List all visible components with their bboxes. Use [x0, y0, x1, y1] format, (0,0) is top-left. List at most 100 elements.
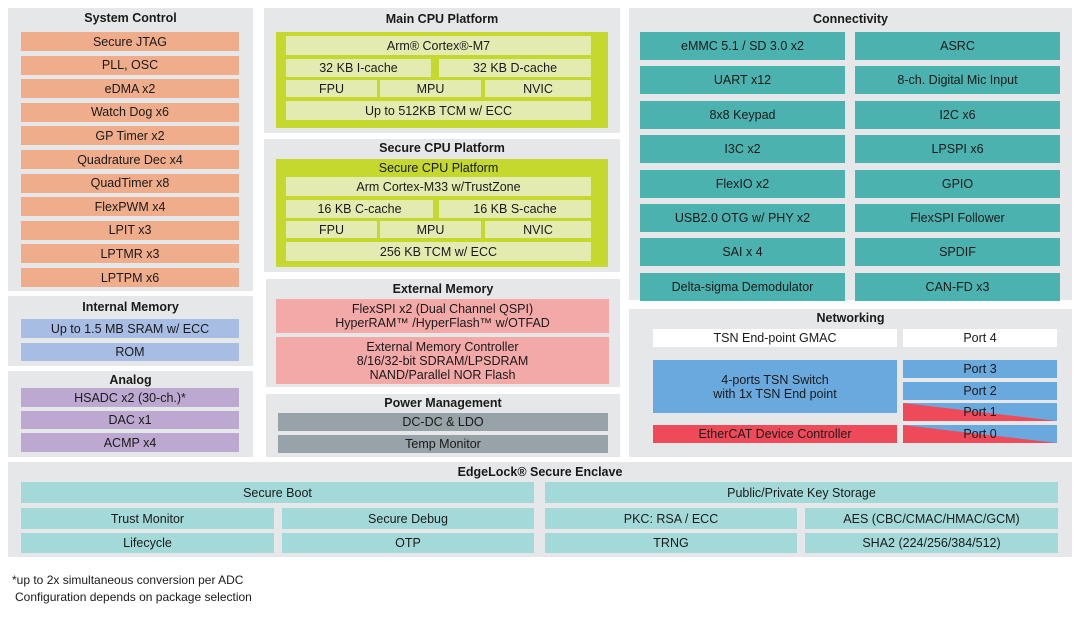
flexspi-line1: FlexSPI x2 (Dual Channel QSPI)	[351, 302, 534, 316]
otp-block: OTP	[282, 533, 534, 553]
port-3-block: Port 3	[903, 360, 1057, 378]
flexspi-line2: HyperRAM™ /HyperFlash™ w/OTFAD	[335, 316, 550, 330]
main-cpu-core-group: Arm® Cortex®-M7 32 KB I-cache 32 KB D-ca…	[276, 32, 608, 128]
nvic-block: NVIC	[485, 80, 591, 97]
networking-title: Networking	[816, 311, 885, 325]
internal-memory-title: Internal Memory	[82, 300, 179, 314]
system-control-item: FlexPWM x4	[21, 197, 239, 217]
rom-block: ROM	[21, 343, 239, 361]
secure-mpu-block: MPU	[380, 221, 481, 238]
ccache-block: 16 KB C-cache	[286, 200, 433, 218]
connectivity-item-left: eMMC 5.1 / SD 3.0 x2	[640, 32, 845, 60]
connectivity-item-right: SPDIF	[855, 238, 1060, 267]
trust-monitor-block: Trust Monitor	[21, 508, 274, 529]
connectivity-item-right: 8-ch. Digital Mic Input	[855, 66, 1060, 95]
system-control-item: LPTPM x6	[21, 268, 239, 287]
hsadc-block: HSADC x2 (30-ch.)*	[21, 388, 239, 407]
networking-panel: Networking TSN End-point GMAC Port 4 4-p…	[629, 309, 1072, 457]
power-management-title: Power Management	[384, 396, 502, 410]
connectivity-item-left: SAI x 4	[640, 238, 845, 267]
mpu-block: MPU	[380, 80, 481, 97]
secure-cpu-panel: Secure CPU Platform Secure CPU Platform …	[264, 139, 620, 272]
secure-nvic-block: NVIC	[485, 221, 591, 238]
connectivity-item-left: Delta-sigma Demodulator	[640, 272, 845, 301]
edgelock-panel: EdgeLock® Secure Enclave Secure Boot Pub…	[8, 462, 1072, 557]
temp-monitor-block: Temp Monitor	[278, 435, 608, 453]
connectivity-item-right: GPIO	[855, 169, 1060, 198]
system-control-panel: System Control Secure JTAG PLL, OSC eDMA x…	[8, 8, 253, 291]
external-memory-title: External Memory	[392, 282, 494, 296]
system-control-item: eDMA x2	[21, 79, 239, 99]
secure-boot-block: Secure Boot	[21, 482, 534, 503]
analog-panel: Analog HSADC x2 (30-ch.)* DAC x1 ACMP x4	[8, 371, 253, 457]
connectivity-item-right: ASRC	[855, 32, 1060, 60]
sram-block: Up to 1.5 MB SRAM w/ ECC	[21, 319, 239, 338]
footnote-adc: *up to 2x simultaneous conversion per AD…	[12, 573, 244, 587]
cortex-m33-block: Arm Cortex-M33 w/TrustZone	[286, 177, 591, 196]
sha2-block: SHA2 (224/256/384/512)	[805, 533, 1058, 553]
dcache-block: 32 KB D-cache	[439, 59, 591, 77]
analog-title: Analog	[109, 373, 152, 387]
power-management-panel: Power Management DC-DC & LDO Temp Monito…	[266, 394, 620, 457]
system-control-title: System Control	[84, 11, 177, 25]
secure-debug-block: Secure Debug	[282, 508, 534, 529]
icache-block: 32 KB I-cache	[286, 59, 431, 77]
system-control-item: QuadTimer x8	[21, 173, 239, 193]
tsn-switch-line1: 4-ports TSN Switch	[721, 372, 829, 387]
secure-cpu-core-group: Secure CPU Platform Arm Cortex-M33 w/Tru…	[276, 159, 608, 267]
connectivity-item-left: FlexIO x2	[640, 169, 845, 198]
system-control-item: PLL, OSC	[21, 55, 239, 75]
scache-block: 16 KB S-cache	[439, 200, 591, 218]
emc-line1: External Memory Controller	[366, 339, 519, 354]
tcm-block: Up to 512KB TCM w/ ECC	[286, 101, 591, 120]
connectivity-item-right: I2C x6	[855, 100, 1060, 129]
connectivity-item-left: 8x8 Keypad	[640, 100, 845, 129]
tsn-switch-block: 4-ports TSN Switch with 1x TSN End point	[653, 360, 897, 413]
edgelock-title: EdgeLock® Secure Enclave	[457, 465, 623, 479]
system-control-item: Watch Dog x6	[21, 102, 239, 122]
aes-block: AES (CBC/CMAC/HMAC/GCM)	[805, 508, 1058, 529]
trng-block: TRNG	[545, 533, 797, 553]
connectivity-item-left: USB2.0 OTG w/ PHY x2	[640, 204, 845, 232]
fpu-block: FPU	[286, 80, 377, 97]
system-control-item: Secure JTAG	[21, 32, 239, 51]
dcdc-ldo-block: DC-DC & LDO	[278, 413, 608, 431]
main-cpu-panel: Main CPU Platform Arm® Cortex®-M7 32 KB …	[264, 8, 620, 133]
emc-line2: 8/16/32-bit SDRAM/LPSDRAM	[356, 353, 529, 368]
system-control-item: LPTMR x3	[21, 244, 239, 264]
lifecycle-block: Lifecycle	[21, 533, 274, 553]
connectivity-item-left: I3C x2	[640, 135, 845, 164]
port-2-block: Port 2	[903, 382, 1057, 400]
connectivity-title: Connectivity	[812, 12, 888, 26]
ethercat-block: EtherCAT Device Controller	[653, 425, 897, 443]
connectivity-panel: Connectivity eMMC 5.1 / SD 3.0 x2 UART x1…	[629, 8, 1072, 301]
system-control-item: Quadrature Dec x4	[21, 150, 239, 169]
dac-block: DAC x1	[21, 411, 239, 429]
tsn-switch-line2: with 1x TSN End point	[713, 386, 837, 401]
internal-memory-panel: Internal Memory Up to 1.5 MB SRAM w/ ECC…	[8, 296, 253, 366]
flexspi-block: FlexSPI x2 (Dual Channel QSPI) HyperRAM™…	[276, 299, 609, 333]
pkc-block: PKC: RSA / ECC	[545, 508, 797, 529]
emc-block: External Memory Controller 8/16/32-bit S…	[276, 337, 609, 384]
connectivity-item-right: CAN-FD x3	[855, 272, 1060, 301]
cortex-m7-block: Arm® Cortex®-M7	[286, 36, 591, 55]
emc-line3: NAND/Parallel NOR Flash	[369, 367, 516, 382]
footnote-package: Configuration depends on package selecti…	[15, 590, 252, 604]
key-storage-block: Public/Private Key Storage	[545, 482, 1058, 503]
connectivity-item-right: LPSPI x6	[855, 135, 1060, 164]
port-0-block: Port 0	[903, 425, 1057, 443]
port-4-block: Port 4	[903, 329, 1057, 347]
acmp-block: ACMP x4	[21, 433, 239, 452]
port-1-block: Port 1	[903, 403, 1057, 421]
secure-cpu-title: Secure CPU Platform	[379, 141, 505, 155]
external-memory-panel: External Memory FlexSPI x2 (Dual Channel…	[266, 279, 620, 387]
system-control-item: LPIT x3	[21, 220, 239, 240]
system-control-item: GP Timer x2	[21, 126, 239, 146]
secure-tcm-block: 256 KB TCM w/ ECC	[286, 242, 591, 261]
connectivity-item-left: UART x12	[640, 66, 845, 95]
secure-cpu-inner-title: Secure CPU Platform	[378, 160, 499, 175]
tsn-gmac-block: TSN End-point GMAC	[653, 329, 897, 347]
secure-fpu-block: FPU	[286, 221, 377, 238]
connectivity-item-right: FlexSPI Follower	[855, 204, 1060, 232]
main-cpu-title: Main CPU Platform	[385, 12, 499, 26]
